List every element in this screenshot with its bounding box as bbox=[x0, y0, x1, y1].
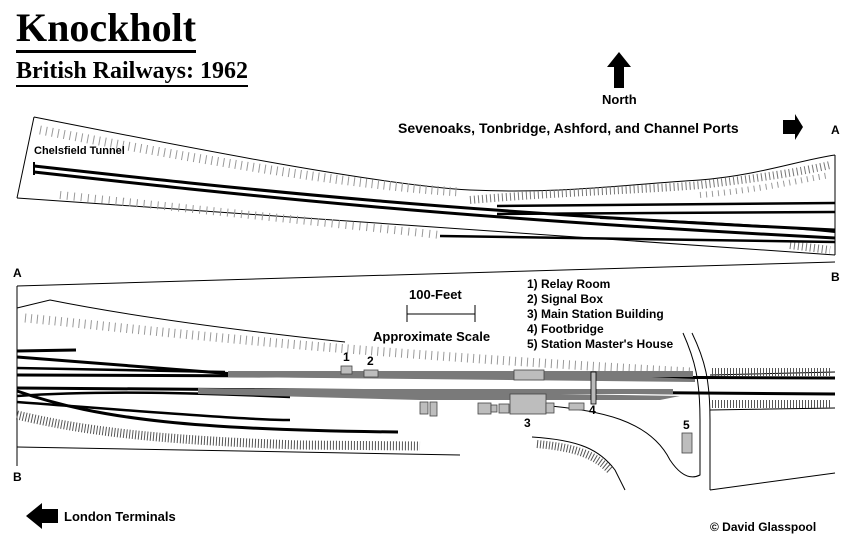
main-station-building bbox=[509, 393, 547, 415]
legend-item: 2) Signal Box bbox=[527, 292, 604, 306]
signal-box bbox=[363, 369, 379, 378]
footbridge bbox=[590, 371, 597, 405]
map-subtitle: British Railways: 1962 bbox=[16, 58, 249, 87]
marker-a-bottom: A bbox=[13, 266, 22, 280]
copyright: © David Glasspool bbox=[710, 520, 817, 534]
legend: 1) Relay Room 2) Signal Box 3) Main Stat… bbox=[527, 277, 673, 352]
top-panel bbox=[16, 116, 836, 256]
north-label: North bbox=[602, 92, 637, 107]
legend-item: 4) Footbridge bbox=[527, 322, 604, 336]
legend-item: 5) Station Master's House bbox=[527, 337, 674, 351]
east-arrow-icon bbox=[783, 114, 803, 140]
west-arrow-icon bbox=[26, 503, 58, 529]
building-number-3: 3 bbox=[524, 416, 531, 430]
bottom-panel bbox=[15, 261, 836, 491]
map-title: Knockholt bbox=[16, 6, 197, 53]
building-number-2: 2 bbox=[367, 354, 374, 368]
legend-item: 1) Relay Room bbox=[527, 277, 611, 291]
marker-b-bottom: B bbox=[13, 470, 22, 484]
east-destination-label: Sevenoaks, Tonbridge, Ashford, and Chann… bbox=[398, 120, 739, 136]
north-arrow-icon bbox=[607, 52, 631, 88]
building-number-5: 5 bbox=[683, 418, 690, 432]
scale-label-top: 100-Feet bbox=[409, 287, 462, 302]
building-number-1: 1 bbox=[343, 350, 350, 364]
relay-room bbox=[340, 365, 353, 375]
scale-bar bbox=[406, 305, 476, 322]
scale-label-bottom: Approximate Scale bbox=[373, 329, 491, 344]
west-destination-label: London Terminals bbox=[64, 509, 176, 524]
tunnel-label: Chelsfield Tunnel bbox=[34, 145, 125, 157]
marker-a-top: A bbox=[831, 123, 840, 137]
marker-b-top: B bbox=[831, 270, 840, 284]
legend-item: 3) Main Station Building bbox=[527, 307, 664, 321]
building-number-4: 4 bbox=[589, 403, 596, 417]
station-masters-house bbox=[681, 432, 693, 454]
